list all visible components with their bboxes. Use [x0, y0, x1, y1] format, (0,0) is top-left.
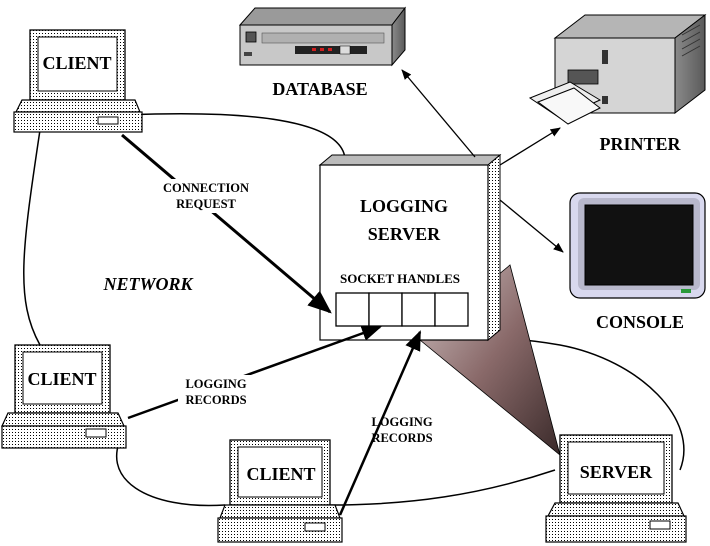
- client-computer-bottom: CLIENT: [217, 439, 343, 543]
- to-database-arrow: [401, 69, 476, 158]
- connection-request-arrow: [121, 133, 332, 314]
- connection-request-label-2: REQUEST: [176, 197, 236, 211]
- printer-device: [528, 13, 707, 125]
- connection-request-label-1: CONNECTION: [163, 181, 249, 195]
- network-cable: [23, 113, 685, 507]
- database-device: [238, 6, 407, 67]
- logging-server-title-1: LOGGING: [360, 196, 448, 216]
- logging-records-left-label-1: LOGGING: [185, 377, 246, 391]
- server-label: SERVER: [580, 462, 653, 482]
- console-device: [569, 192, 706, 299]
- printer-label: PRINTER: [599, 134, 681, 154]
- client-computer-mid-left: CLIENT: [1, 344, 127, 449]
- logging-server-title-2: SERVER: [368, 224, 441, 244]
- logging-records-bottom-label-2: RECORDS: [371, 431, 432, 445]
- database-label: DATABASE: [272, 79, 367, 99]
- client-computer-top-left: CLIENT: [13, 29, 143, 133]
- connection-request-label-bg: [155, 179, 259, 213]
- client-label-mid-left: CLIENT: [27, 369, 96, 389]
- network-label: NETWORK: [102, 274, 194, 294]
- server-computer: SERVER: [545, 434, 687, 543]
- to-console-arrow: [499, 199, 564, 253]
- logging-records-left-label-bg: [178, 375, 254, 409]
- logging-records-left-label-2: RECORDS: [185, 393, 246, 407]
- to-printer-arrow: [499, 127, 561, 166]
- console-label: CONSOLE: [596, 312, 684, 332]
- logging-server: LOGGING SERVER SOCKET HANDLES: [318, 153, 502, 342]
- socket-handle-slots: [335, 292, 469, 327]
- client-label-top-left: CLIENT: [42, 53, 111, 73]
- client-label-bottom: CLIENT: [246, 464, 315, 484]
- logging-records-left-arrow: [127, 325, 382, 420]
- logging-records-bottom-label-1: LOGGING: [371, 415, 432, 429]
- logging-records-bottom-arrow: [338, 330, 422, 516]
- socket-handles-label: SOCKET HANDLES: [340, 271, 460, 286]
